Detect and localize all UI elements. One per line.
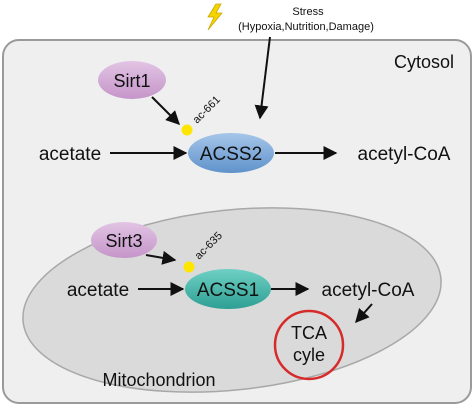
sirt3-label: Sirt3 bbox=[105, 231, 142, 251]
tca-arrow bbox=[355, 303, 373, 324]
stress-title: Stress bbox=[292, 6, 324, 18]
sirt3-node bbox=[91, 222, 157, 258]
mito-acetate-label: acetate bbox=[67, 280, 129, 301]
sirt1-node bbox=[98, 61, 166, 99]
mito-acetyl-coa-label: acetyl-CoA bbox=[322, 280, 415, 301]
cytosol-acetyl-coa-label: acetyl-CoA bbox=[358, 144, 451, 165]
cytosol-acetate-label: acetate bbox=[39, 144, 101, 165]
acetylation-site-dot-661 bbox=[181, 124, 193, 136]
acss1-node bbox=[185, 269, 271, 309]
acetylation-site-dot-635 bbox=[183, 261, 195, 273]
acss1-label: ACSS1 bbox=[197, 280, 259, 301]
acss2-label: ACSS2 bbox=[200, 144, 262, 165]
lightning-bolt-icon bbox=[207, 3, 223, 31]
stress-subtitle: (Hypoxia,Nutrition,Damage) bbox=[238, 21, 374, 33]
tca-label-line1: TCA bbox=[291, 323, 327, 343]
tca-label-line2: cyle bbox=[293, 345, 325, 365]
mitochondrion-label: Mitochondrion bbox=[102, 370, 215, 390]
acss2-node bbox=[188, 133, 274, 173]
tca-cycle-ring bbox=[273, 309, 345, 381]
sirt1-label: Sirt1 bbox=[113, 71, 150, 91]
stress-arrow bbox=[254, 36, 271, 120]
sirt1-arrow bbox=[151, 96, 180, 125]
cytosol-label: Cytosol bbox=[394, 52, 454, 72]
sirt3-arrow bbox=[145, 250, 177, 265]
